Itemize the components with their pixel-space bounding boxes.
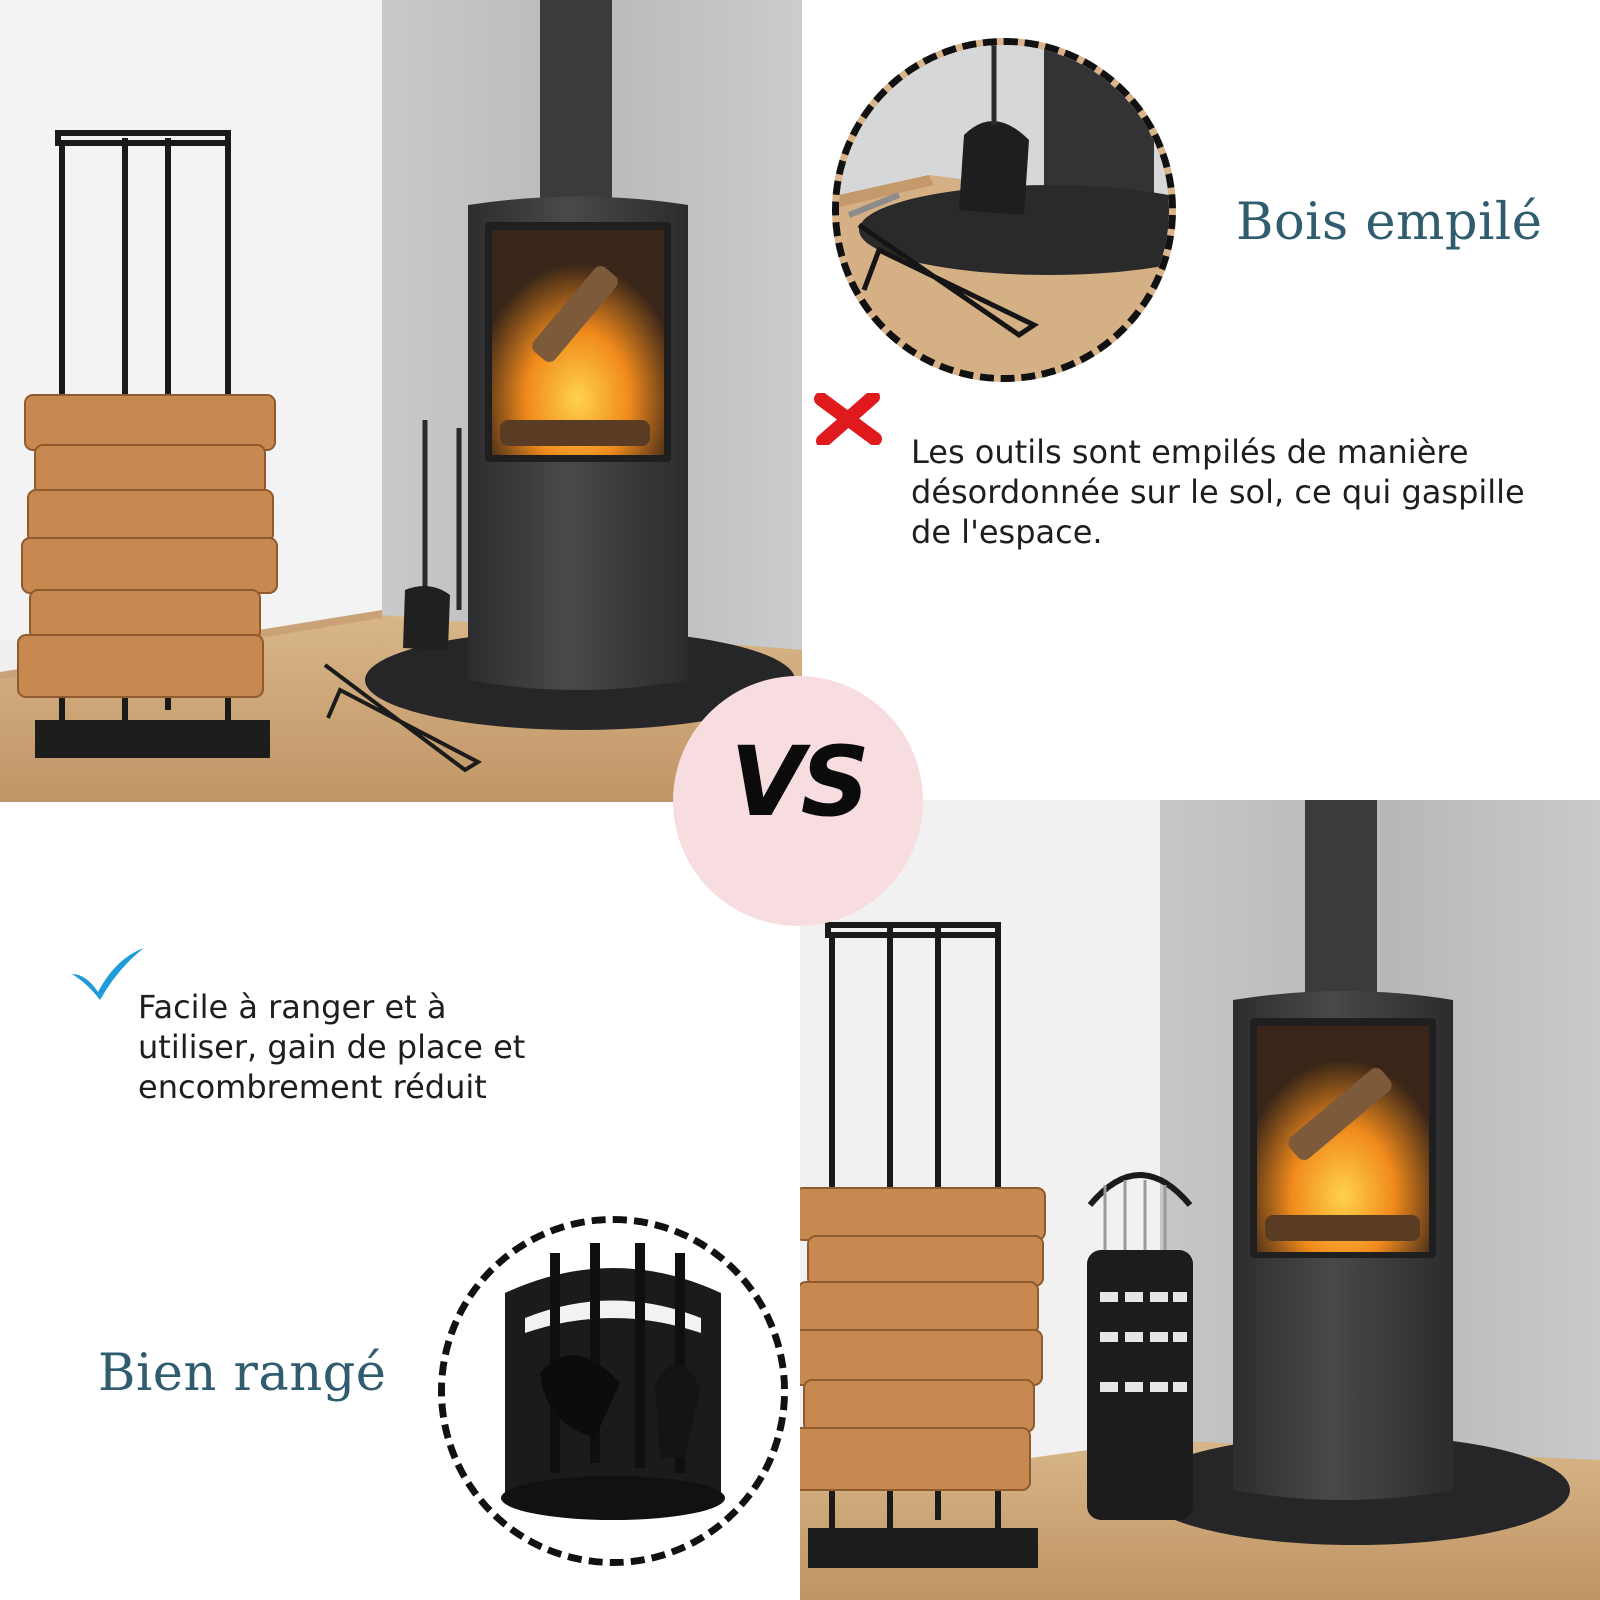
description-tidy: Facile à ranger et à utiliser, gain de p…	[138, 988, 526, 1106]
inset-cluttered-tools	[832, 38, 1176, 382]
vs-badge: VS	[673, 676, 923, 926]
blue-check-icon	[68, 944, 148, 1004]
heading-stacked-wood: Bois empilé	[1236, 193, 1543, 252]
description-cluttered: Les outils sont empilés de manière désor…	[911, 433, 1525, 551]
vs-label: VS	[730, 726, 869, 838]
red-cross-icon	[813, 393, 883, 445]
stove-scene-photo-tidy	[800, 800, 1600, 1600]
inset-tidy-tool-holder	[438, 1216, 788, 1566]
heading-well-organized: Bien rangé	[98, 1344, 387, 1403]
stove-scene-photo-cluttered	[0, 0, 802, 802]
